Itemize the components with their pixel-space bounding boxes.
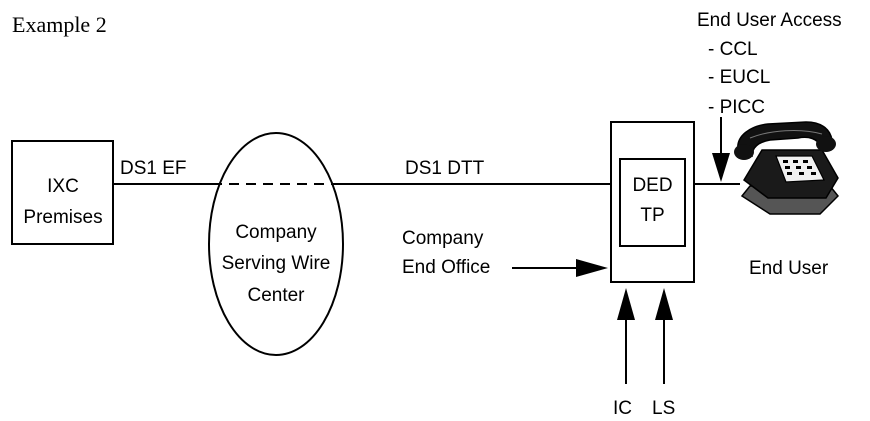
access-item-eucl: - EUCL <box>708 67 771 88</box>
ls-label: LS <box>652 398 676 419</box>
tp-label: TP <box>640 205 665 226</box>
access-item-ccl: - CCL <box>708 39 758 60</box>
ic-arrow-head <box>617 288 635 320</box>
ded-label: DED <box>632 175 673 196</box>
wire-center-line1: Company <box>235 222 317 243</box>
wire-center-line2: Serving Wire <box>221 253 331 274</box>
telephone-icon <box>734 121 840 215</box>
ic-label: IC <box>613 398 632 419</box>
end-office-box <box>610 121 695 283</box>
example-title: Example 2 <box>12 12 107 37</box>
access-item-picc: - PICC <box>708 97 765 118</box>
ixc-premises-box <box>11 140 114 245</box>
ixc-label-line1: IXC <box>47 176 79 197</box>
end-office-arrow-head <box>576 259 608 277</box>
ds1-ef-label: DS1 EF <box>120 158 187 179</box>
ls-arrow-head <box>655 288 673 320</box>
end-office-line2: End Office <box>402 257 491 278</box>
wire-center-line3: Center <box>247 285 305 306</box>
end-office-line1: Company <box>402 228 484 249</box>
ixc-label-line2: Premises <box>23 207 103 228</box>
end-user-access-heading: End User Access <box>697 10 842 31</box>
access-arrow-head <box>712 153 730 182</box>
wire-center-ellipse <box>208 132 344 356</box>
end-user-label: End User <box>749 258 829 279</box>
ds1-dtt-label: DS1 DTT <box>405 158 485 179</box>
ded-tp-box <box>619 158 686 247</box>
